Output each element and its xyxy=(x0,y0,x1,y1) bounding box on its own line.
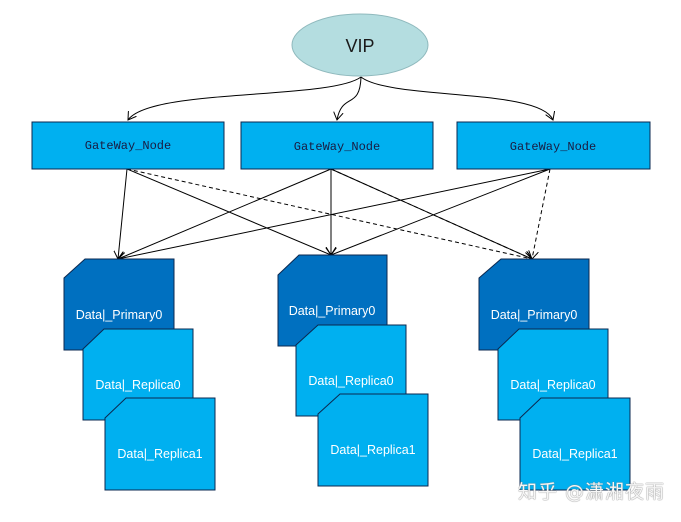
primary-label: Data|_Primary0 xyxy=(289,304,376,318)
solid-edge-gw0-data0 xyxy=(118,168,128,259)
vip-edges xyxy=(128,76,553,120)
primary-label: Data|_Primary0 xyxy=(491,308,578,322)
data-group-2: Data|_Primary0 Data|_Replica0 Data|_Repl… xyxy=(478,258,631,491)
gateway-label: GateWay_Node xyxy=(85,139,171,153)
replica-label: Data|_Replica0 xyxy=(308,374,393,388)
dashed-edge-gw0-data2 xyxy=(126,168,532,259)
solid-edge-gw1-data0 xyxy=(118,168,332,259)
replica-label: Data|_Replica1 xyxy=(330,443,415,457)
gateway-box[interactable] xyxy=(240,121,434,170)
gateway-box[interactable] xyxy=(456,121,651,170)
solid-edge-gw1-data2 xyxy=(330,168,532,259)
gateway-data-edges xyxy=(118,168,551,259)
gateway-label: GateWay_Node xyxy=(294,140,380,154)
solid-edge-gw2-data1 xyxy=(331,168,551,255)
vip-edge-2 xyxy=(360,76,553,120)
replica-label: Data|_Replica1 xyxy=(532,447,617,461)
data-group-1: Data|_Primary0 Data|_Replica0 Data|_Repl… xyxy=(277,254,429,487)
solid-edge-gw2-data0 xyxy=(118,168,551,259)
replica-label: Data|_Replica0 xyxy=(95,378,180,392)
vip-node[interactable]: VIP xyxy=(291,13,429,77)
replica-label: Data|_Replica0 xyxy=(510,378,595,392)
gateway-node-2[interactable]: GateWay_Node xyxy=(456,121,651,170)
gateway-label: GateWay_Node xyxy=(510,140,596,154)
primary-label: Data|_Primary0 xyxy=(76,308,163,322)
vip-edge-0 xyxy=(128,76,362,120)
replica-shard-1[interactable] xyxy=(519,397,631,491)
vip-label: VIP xyxy=(345,36,374,56)
replica-shard-1[interactable] xyxy=(317,393,429,487)
watermark: 知乎 @潇湘夜雨 xyxy=(517,481,665,503)
data-group-0: Data|_Primary0 Data|_Replica0 Data|_Repl… xyxy=(63,258,216,491)
vip-ellipse[interactable] xyxy=(291,13,429,77)
dashed-edge-gw2-data2 xyxy=(532,168,551,259)
vip-edge-1 xyxy=(337,76,362,120)
gateway-node-0[interactable]: GateWay_Node xyxy=(31,121,225,170)
dashed-edge-gw1-data2 xyxy=(330,168,532,259)
replica-shard-1[interactable] xyxy=(104,397,216,491)
gateway-node-1[interactable]: GateWay_Node xyxy=(240,121,434,170)
replica-label: Data|_Replica1 xyxy=(117,447,202,461)
gateway-box[interactable] xyxy=(31,121,225,170)
